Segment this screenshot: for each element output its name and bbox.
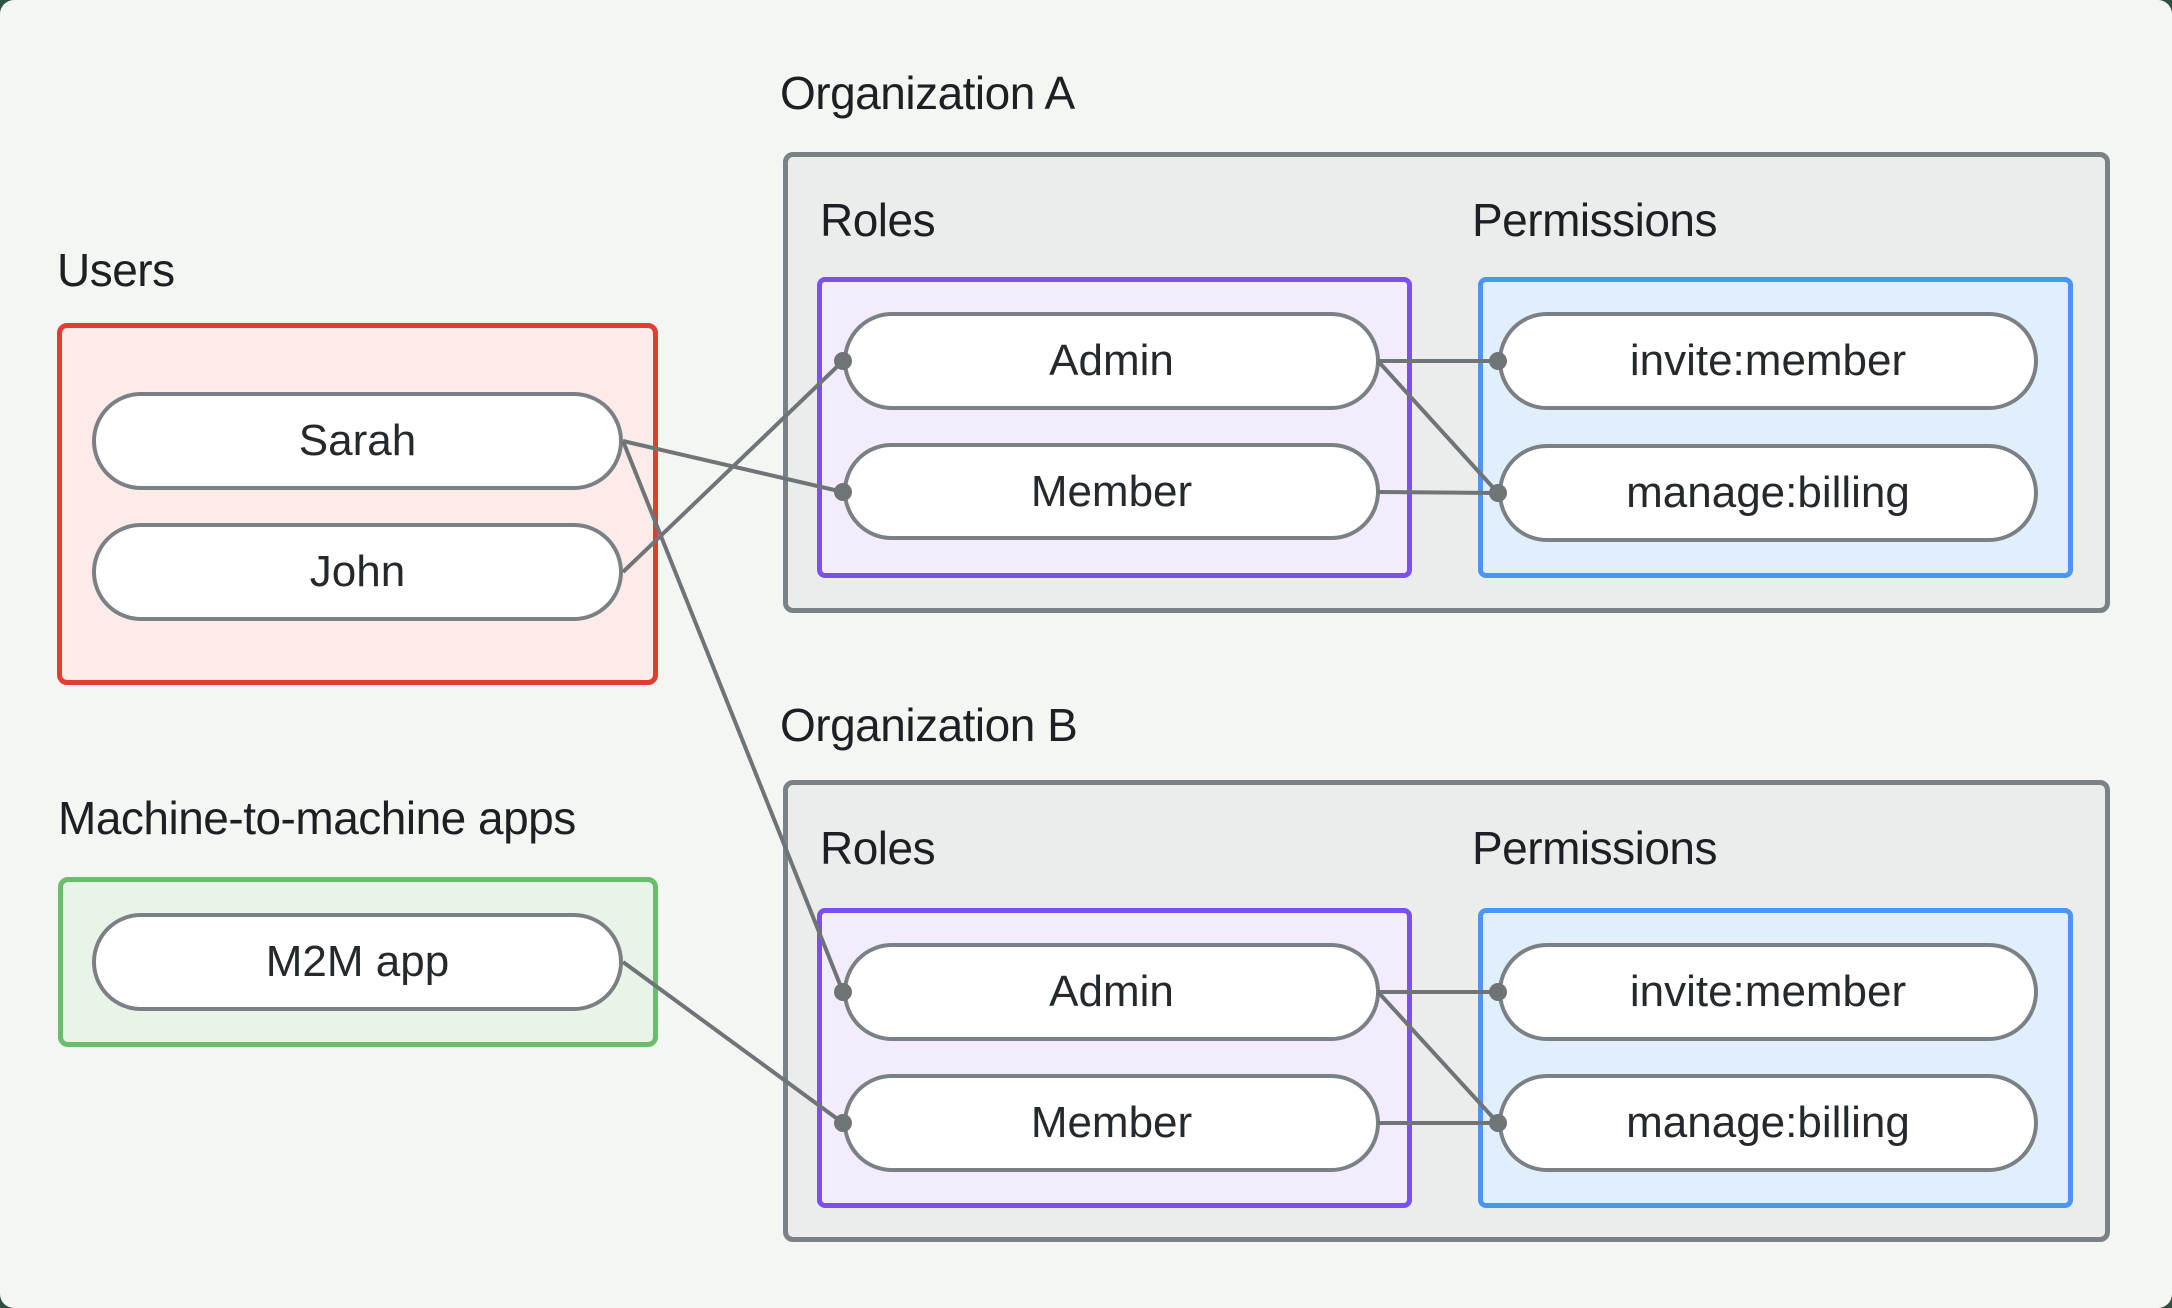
user-node-sarah: Sarah bbox=[92, 392, 623, 490]
permission-node-org-a-manage-label: manage:billing bbox=[1626, 468, 1910, 517]
user-node-sarah-label: Sarah bbox=[298, 416, 417, 465]
org-b-permissions-label: Permissions bbox=[1472, 822, 1718, 874]
m2m-node: M2M app bbox=[92, 913, 623, 1011]
permission-node-org-b-invite: invite:member bbox=[1498, 943, 2038, 1041]
permission-node-org-b-manage-label: manage:billing bbox=[1626, 1098, 1910, 1147]
user-node-john-label: John bbox=[309, 547, 406, 596]
role-node-org-b-member: Member bbox=[843, 1074, 1380, 1172]
org-a-roles-label: Roles bbox=[820, 194, 936, 246]
role-node-org-a-member: Member bbox=[843, 443, 1380, 540]
role-node-org-a-admin-label: Admin bbox=[1049, 336, 1174, 385]
m2m-node-label: M2M app bbox=[265, 937, 450, 986]
org-b-roles-label: Roles bbox=[820, 822, 936, 874]
users-group-box bbox=[57, 323, 658, 685]
org-b-title: Organization B bbox=[780, 699, 1078, 751]
permission-node-org-b-invite-label: invite:member bbox=[1629, 967, 1907, 1016]
permission-node-org-a-manage: manage:billing bbox=[1498, 444, 2038, 542]
org-a-title: Organization A bbox=[780, 67, 1075, 119]
m2m-group-label: Machine-to-machine apps bbox=[58, 792, 576, 844]
org-a-permissions-label: Permissions bbox=[1472, 194, 1718, 246]
user-node-john: John bbox=[92, 523, 623, 621]
users-group-label: Users bbox=[57, 244, 175, 296]
permission-node-org-a-invite: invite:member bbox=[1498, 312, 2038, 410]
role-node-org-b-admin: Admin bbox=[843, 943, 1380, 1041]
permission-node-org-a-invite-label: invite:member bbox=[1629, 336, 1907, 385]
role-node-org-a-member-label: Member bbox=[1030, 466, 1193, 516]
role-node-org-b-member-label: Member bbox=[1030, 1098, 1193, 1147]
role-node-org-b-admin-label: Admin bbox=[1049, 967, 1174, 1016]
role-node-org-a-admin: Admin bbox=[843, 312, 1380, 410]
permission-node-org-b-manage: manage:billing bbox=[1498, 1074, 2038, 1172]
